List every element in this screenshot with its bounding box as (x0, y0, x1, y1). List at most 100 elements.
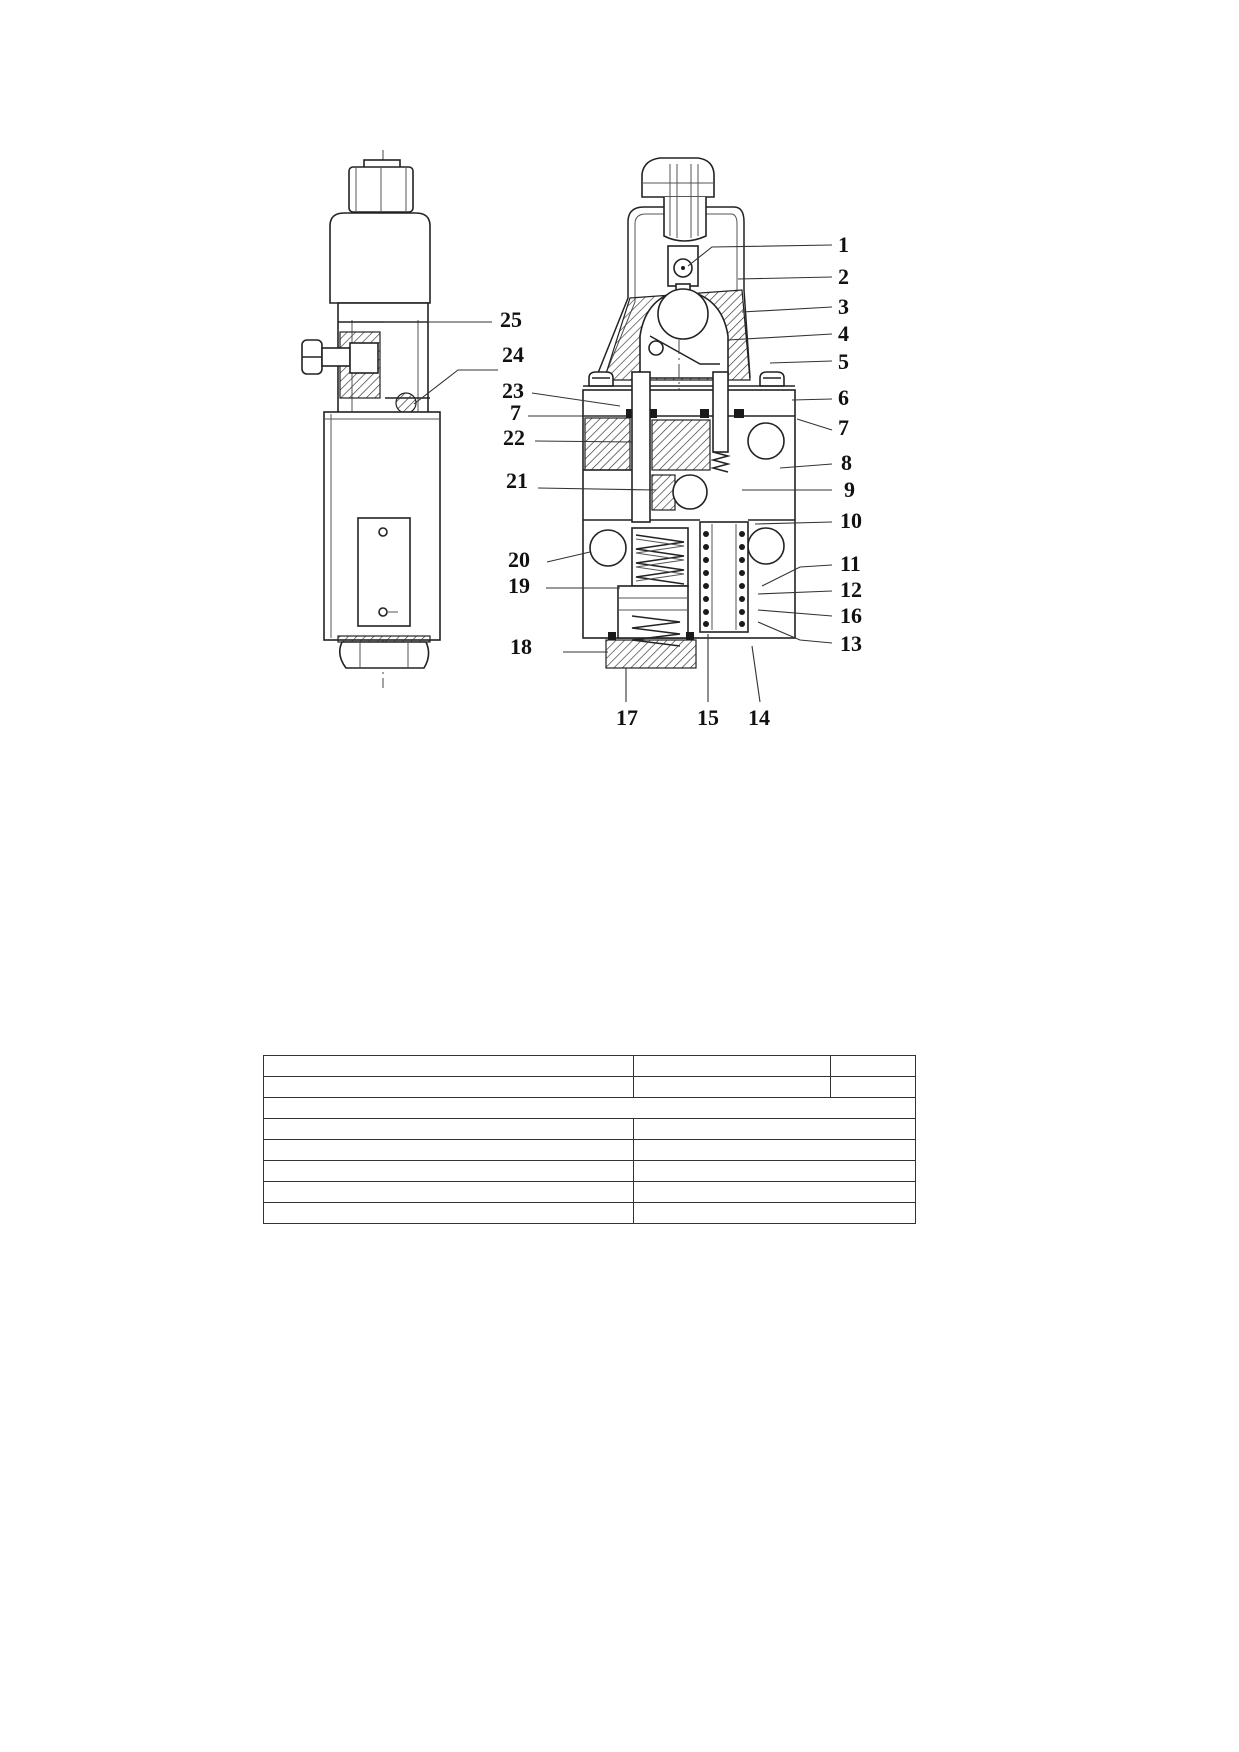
leader-line-7-right (796, 418, 833, 431)
table-cell (263, 1181, 634, 1203)
table-row (263, 1076, 916, 1098)
leader-line-16 (757, 609, 833, 617)
return-spring (635, 538, 685, 582)
callout-12: 12 (840, 577, 862, 602)
leader-line-12 (757, 590, 833, 595)
table-row (263, 1118, 916, 1140)
callout-10: 10 (840, 508, 862, 533)
leader-line-21 (537, 487, 657, 491)
callout-21: 21 (506, 468, 528, 493)
side-bottom-nut (338, 641, 430, 669)
callout-4: 4 (838, 321, 849, 346)
leader-line-4 (727, 333, 833, 341)
cover-inner-line (603, 213, 738, 379)
callout-16: 16 (840, 603, 862, 628)
leader-line-11 (761, 564, 833, 587)
spring-coil (739, 609, 745, 615)
spring-coil (739, 621, 745, 627)
table-cell (633, 1202, 916, 1224)
spring-coil (739, 531, 745, 537)
leader-line-13 (757, 621, 833, 644)
lever-pivot (648, 340, 664, 356)
table-cell (263, 1118, 634, 1140)
table-cell-full-width (263, 1097, 916, 1119)
leader-line-2 (737, 276, 833, 280)
plate-rivet (378, 607, 388, 617)
table-row (263, 1181, 916, 1203)
o-ring (734, 409, 744, 418)
callout-19: 19 (508, 573, 530, 598)
side-screw-shaft (321, 347, 351, 367)
cover-screw-left (588, 371, 614, 387)
spring-coil (739, 570, 745, 576)
leader-line-10 (754, 521, 833, 525)
callout-8: 8 (841, 450, 852, 475)
table-cell (830, 1076, 916, 1098)
callout-15: 15 (697, 705, 719, 730)
callout-20: 20 (508, 547, 530, 572)
piston-spring-coils (703, 531, 745, 627)
table-cell (633, 1160, 916, 1182)
lever-arm (649, 335, 720, 365)
callout-7-right: 7 (838, 415, 849, 440)
table-cell (263, 1160, 634, 1182)
valve-seat (651, 474, 676, 511)
valve-ball (672, 474, 708, 510)
piston-cylinder (699, 521, 749, 633)
spring-coil (739, 583, 745, 589)
table-cell (633, 1181, 916, 1203)
callout-13: 13 (840, 631, 862, 656)
side-spring-housing (329, 212, 431, 304)
callout-2: 2 (838, 264, 849, 289)
section-view-drawing (582, 157, 796, 669)
side-pin (395, 392, 417, 414)
callout-25: 25 (500, 307, 522, 332)
callout-22: 22 (503, 425, 525, 450)
leader-line-5 (769, 360, 833, 364)
table-row (263, 1202, 916, 1224)
table-cell (830, 1055, 916, 1077)
spring-coil (739, 557, 745, 563)
plate-rivet (378, 527, 388, 537)
leader-line-22 (534, 440, 633, 443)
body-section-hatch (584, 417, 631, 471)
pin-center (681, 266, 685, 270)
table-row (263, 1139, 916, 1161)
side-view-drawing (301, 150, 441, 688)
spring-coil (739, 596, 745, 602)
spring-coil (703, 596, 709, 602)
callout-5: 5 (838, 349, 849, 374)
spring-coil (739, 544, 745, 550)
bottom-cap (605, 639, 697, 669)
callout-17: 17 (616, 705, 638, 730)
leader-line-8 (779, 463, 833, 469)
spring-coil (703, 557, 709, 563)
table-row (263, 1160, 916, 1182)
table-cell (633, 1076, 831, 1098)
table-cell (263, 1139, 634, 1161)
table-cell (263, 1202, 634, 1224)
port-lower-right (747, 527, 785, 565)
callout-3: 3 (838, 294, 849, 319)
adjusting-nut (641, 157, 715, 198)
table-cell (633, 1055, 831, 1077)
callout-7-left: 7 (510, 400, 521, 425)
leader-line-20 (546, 551, 591, 563)
leader-line-24 (413, 369, 498, 405)
side-bottom-band (337, 635, 431, 643)
table-row (263, 1097, 916, 1119)
spring-coil (703, 583, 709, 589)
port-upper-right (747, 422, 785, 460)
table-row (263, 1055, 916, 1077)
leader-line-14 (751, 645, 761, 703)
port-lower-left (589, 529, 627, 567)
side-screw-nut (349, 342, 379, 374)
callout-11: 11 (840, 551, 861, 576)
spring-coil (703, 609, 709, 615)
leader-line-3 (741, 306, 833, 313)
callout-6: 6 (838, 385, 849, 410)
o-ring (626, 409, 635, 418)
table-cell (633, 1139, 916, 1161)
push-rod-right (712, 371, 729, 453)
